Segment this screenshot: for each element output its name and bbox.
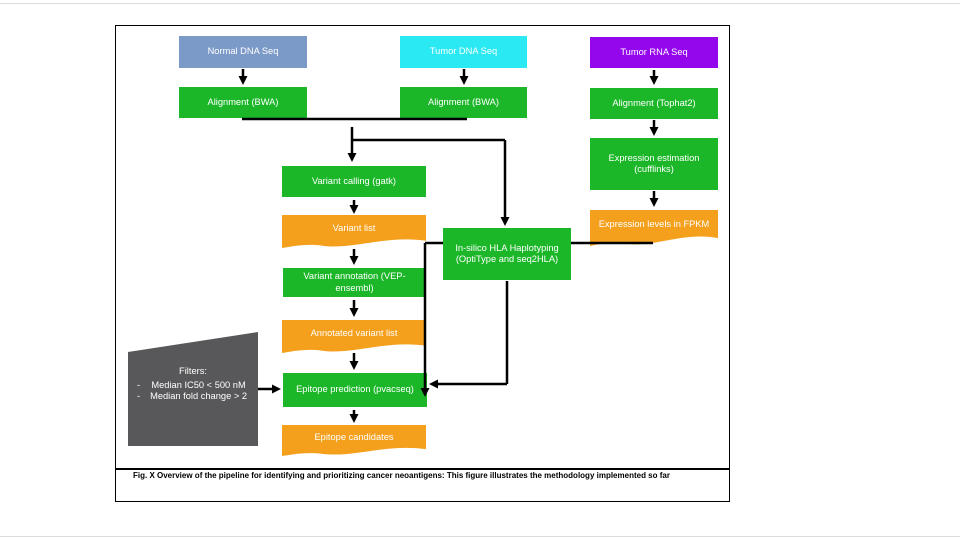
node-label: Epitope prediction (pvacseq) — [296, 384, 414, 395]
bullet-dash: - — [137, 379, 141, 390]
node-variant-annotation: Variant annotation (VEP-ensembl) — [283, 268, 426, 297]
node-label: Tumor DNA Seq — [429, 46, 498, 57]
node-label: Normal DNA Seq — [207, 46, 279, 57]
node-alignment-bwa-tumor: Alignment (BWA) — [400, 87, 527, 118]
bullet-dash: - — [137, 391, 141, 402]
node-tumor-dna-seq: Tumor DNA Seq — [400, 36, 527, 68]
filter-label: Median fold change > 2 — [150, 391, 248, 402]
node-label: Alignment (BWA) — [428, 96, 499, 107]
slide-top-edge — [0, 3, 960, 4]
filter-item: - Median IC50 < 500 nM — [128, 380, 258, 392]
node-label: In-silico HLA Haplotyping (OptiType and … — [455, 242, 559, 264]
document-shape — [282, 320, 426, 353]
figure-caption: Fig. X Overview of the pipeline for iden… — [133, 471, 670, 480]
node-variant-calling: Variant calling (gatk) — [282, 166, 426, 197]
filter-label: Median IC50 < 500 nM — [151, 379, 246, 390]
slide-bottom-edge — [0, 536, 960, 537]
filter-item: - Median fold change > 2 — [128, 391, 258, 403]
document-shape — [282, 425, 426, 456]
diagram-frame — [115, 25, 730, 502]
node-label: Variant calling (gatk) — [311, 175, 397, 186]
node-alignment-tophat: Alignment (Tophat2) — [590, 88, 718, 119]
node-epitope-prediction: Epitope prediction (pvacseq) — [283, 373, 427, 407]
node-annotated-variant-list: Annotated variant list — [282, 320, 426, 353]
node-label: Alignment (BWA) — [207, 96, 279, 107]
node-label: Annotated variant list — [310, 327, 398, 338]
node-variant-list: Variant list — [282, 215, 426, 248]
node-normal-dna-seq: Normal DNA Seq — [179, 36, 307, 68]
node-label: Expression estimation (cufflinks) — [608, 152, 700, 174]
document-shape — [590, 210, 718, 246]
node-tumor-rna-seq: Tumor RNA Seq — [590, 37, 718, 68]
filters-box: Filters: - Median IC50 < 500 nM - Median… — [128, 332, 258, 446]
node-label: Expression levels in FPKM — [598, 219, 710, 230]
node-hla-haplotyping: In-silico HLA Haplotyping (OptiType and … — [443, 228, 571, 280]
node-label: Variant annotation (VEP-ensembl) — [303, 271, 406, 293]
node-expression-estimation: Expression estimation (cufflinks) — [590, 138, 718, 190]
node-alignment-bwa-normal: Alignment (BWA) — [179, 87, 307, 118]
document-shape — [282, 215, 426, 248]
node-label: Alignment (Tophat2) — [612, 97, 696, 108]
node-label: Variant list — [332, 222, 376, 233]
filters-title: Filters: — [179, 366, 207, 376]
node-epitope-candidates: Epitope candidates — [282, 425, 426, 456]
caption-divider — [115, 468, 730, 470]
node-label: Epitope candidates — [314, 431, 394, 442]
node-expression-levels-fpkm: Expression levels in FPKM — [590, 210, 718, 246]
node-label: Tumor RNA Seq — [620, 46, 688, 57]
